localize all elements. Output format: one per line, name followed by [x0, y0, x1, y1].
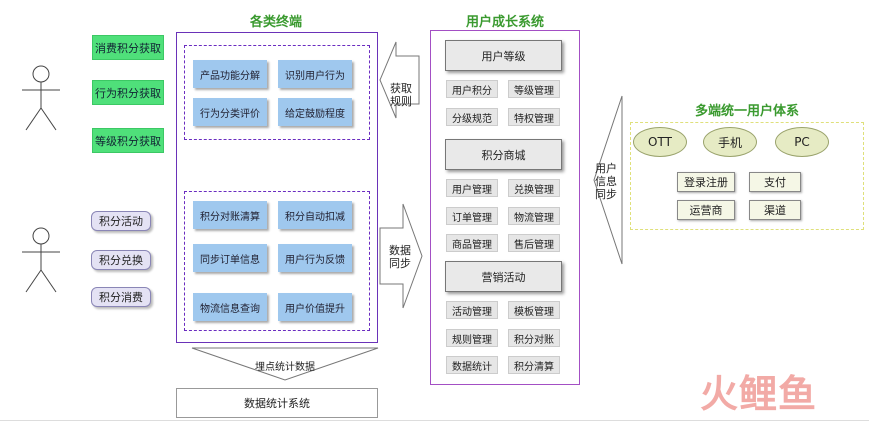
btn-value-improve: 用户价值提升 [278, 293, 352, 321]
growth-title: 用户成长系统 [465, 15, 544, 30]
item-privilege-manage: 特权管理 [508, 108, 560, 126]
lav-button-points-activity: 积分活动 [91, 211, 151, 231]
terminals-top-group [184, 45, 370, 140]
btn-behavior-evaluate: 行为分类评价 [193, 98, 267, 126]
item-user-manage: 用户管理 [446, 179, 498, 197]
item-user-points: 用户积分 [446, 80, 498, 98]
item-logistics-manage: 物流管理 [508, 207, 560, 225]
item-points-clearing: 积分清算 [508, 356, 560, 374]
btn-sync-order: 同步订单信息 [193, 244, 267, 272]
lav-button-points-consume: 积分消费 [91, 287, 151, 307]
arrow-label-tracking: 埋点统计数据 [255, 362, 315, 373]
left-arrow-get-rules-icon [379, 41, 420, 119]
bottom-divider [0, 420, 869, 421]
green-button-behavior-points: 行为积分获取 [92, 80, 164, 105]
btn-logistics-query: 物流信息查询 [193, 293, 267, 321]
btn-behavior-feedback: 用户行为反馈 [278, 244, 352, 272]
btn-payment: 支付 [749, 172, 801, 192]
left-arrow-user-sync-icon [593, 95, 623, 265]
ellipse-phone: 手机 [703, 127, 757, 157]
stats-system-box: 数据统计系统 [176, 388, 378, 418]
item-template-manage: 模板管理 [508, 301, 560, 319]
item-goods-manage: 商品管理 [446, 234, 498, 252]
arrow-label-user-sync: 用户 信息 同步 [595, 162, 617, 201]
growth-panel [430, 30, 580, 385]
btn-points-reconcile: 积分对账清算 [193, 201, 267, 229]
item-data-stats: 数据统计 [446, 356, 498, 374]
header-marketing: 营销活动 [445, 261, 562, 292]
btn-product-function: 产品功能分解 [193, 60, 267, 88]
item-order-manage: 订单管理 [446, 207, 498, 225]
green-button-consume-points: 消费积分获取 [92, 35, 164, 60]
item-exchange-manage: 兑换管理 [508, 179, 560, 197]
item-level-norms: 分级规范 [446, 108, 498, 126]
lav-button-points-exchange: 积分兑换 [91, 250, 151, 270]
watermark-logo: 火鲤鱼 [700, 372, 818, 416]
right-arrow-data-sync-icon [379, 203, 423, 309]
user-figure-top-icon [22, 65, 60, 131]
multi-title: 多端统一用户体系 [694, 104, 799, 119]
down-arrow-tracking-icon [191, 347, 379, 381]
item-rule-manage: 规则管理 [446, 329, 498, 347]
ellipse-ott: OTT [633, 127, 687, 157]
item-points-reconcile: 积分对账 [508, 329, 560, 347]
user-figure-bottom-icon [22, 227, 60, 293]
btn-login-register: 登录注册 [677, 172, 735, 192]
ellipse-pc: PC [775, 127, 829, 157]
arrow-label-get-rules: 获取 规则 [390, 82, 412, 108]
btn-identify-behavior: 识别用户行为 [278, 60, 352, 88]
terminals-panel [176, 32, 378, 343]
btn-carrier: 运营商 [677, 200, 735, 220]
item-aftersale-manage: 售后管理 [508, 234, 560, 252]
item-activity-manage: 活动管理 [446, 301, 498, 319]
btn-give-encourage: 给定鼓励程度 [278, 98, 352, 126]
header-points-mall: 积分商城 [445, 139, 562, 170]
btn-channel: 渠道 [749, 200, 801, 220]
terminals-title: 各类终端 [249, 15, 302, 30]
terminals-bottom-group [184, 191, 370, 331]
arrow-label-data-sync: 数据 同步 [389, 244, 411, 270]
multi-panel [630, 122, 864, 230]
header-user-level: 用户等级 [445, 40, 562, 71]
green-button-level-points: 等级积分获取 [92, 128, 164, 153]
item-level-manage: 等级管理 [508, 80, 560, 98]
btn-points-deduct: 积分自动扣减 [278, 201, 352, 229]
